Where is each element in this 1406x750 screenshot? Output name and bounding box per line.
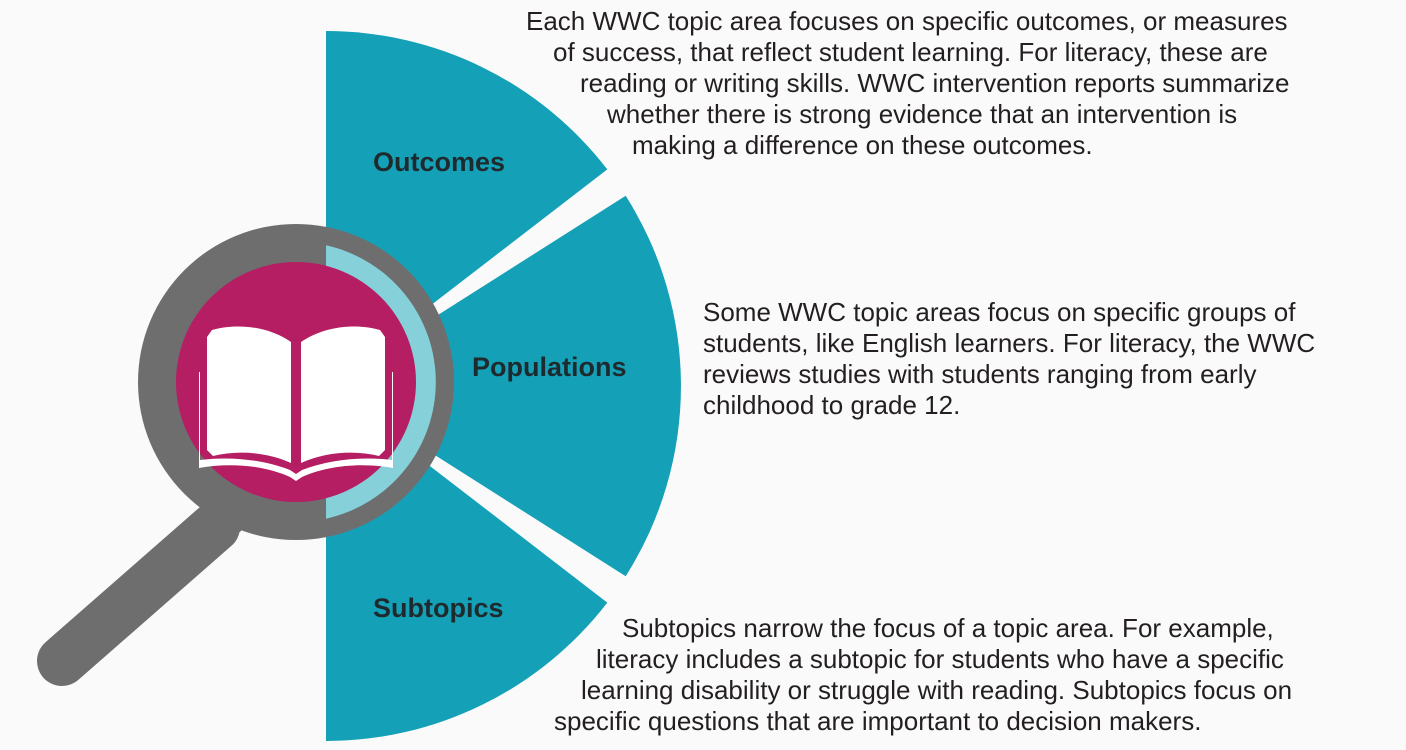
description-line: childhood to grade 12.: [703, 390, 961, 420]
description-line: whether there is strong evidence that an…: [607, 99, 1238, 129]
description-line: making a difference on these outcomes.: [632, 130, 1093, 160]
open-book-icon: [199, 326, 393, 481]
description-line: literacy includes a subtopic for student…: [596, 644, 1284, 674]
segment-label-outcomes: Outcomes: [373, 147, 505, 177]
description-line: Each WWC topic area focuses on specific …: [526, 6, 1288, 36]
description-populations: Some WWC topic areas focus on specific g…: [0, 297, 1315, 421]
description-subtopics: Subtopics narrow the focus of a topic ar…: [0, 613, 1292, 737]
description-line: learning disability or struggle with rea…: [581, 675, 1293, 705]
description-line: Subtopics narrow the focus of a topic ar…: [622, 613, 1274, 643]
segment-populations: [326, 195, 681, 577]
description-line: of success, that reflect student learnin…: [553, 37, 1268, 67]
description-line: reviews studies with students ranging fr…: [703, 359, 1257, 389]
segment-label-populations: Populations: [472, 352, 627, 382]
description-outcomes: Each WWC topic area focuses on specific …: [0, 6, 1289, 161]
description-line: Some WWC topic areas focus on specific g…: [703, 297, 1296, 327]
description-line: students, like English learners. For lit…: [703, 328, 1316, 358]
description-line: reading or writing skills. WWC intervent…: [580, 68, 1290, 98]
magnifier-neck: [156, 498, 244, 582]
description-line: specific questions that are important to…: [554, 706, 1202, 736]
segment-label-subtopics: Subtopics: [373, 593, 504, 623]
magnifying-glass-icon: [37, 224, 454, 686]
